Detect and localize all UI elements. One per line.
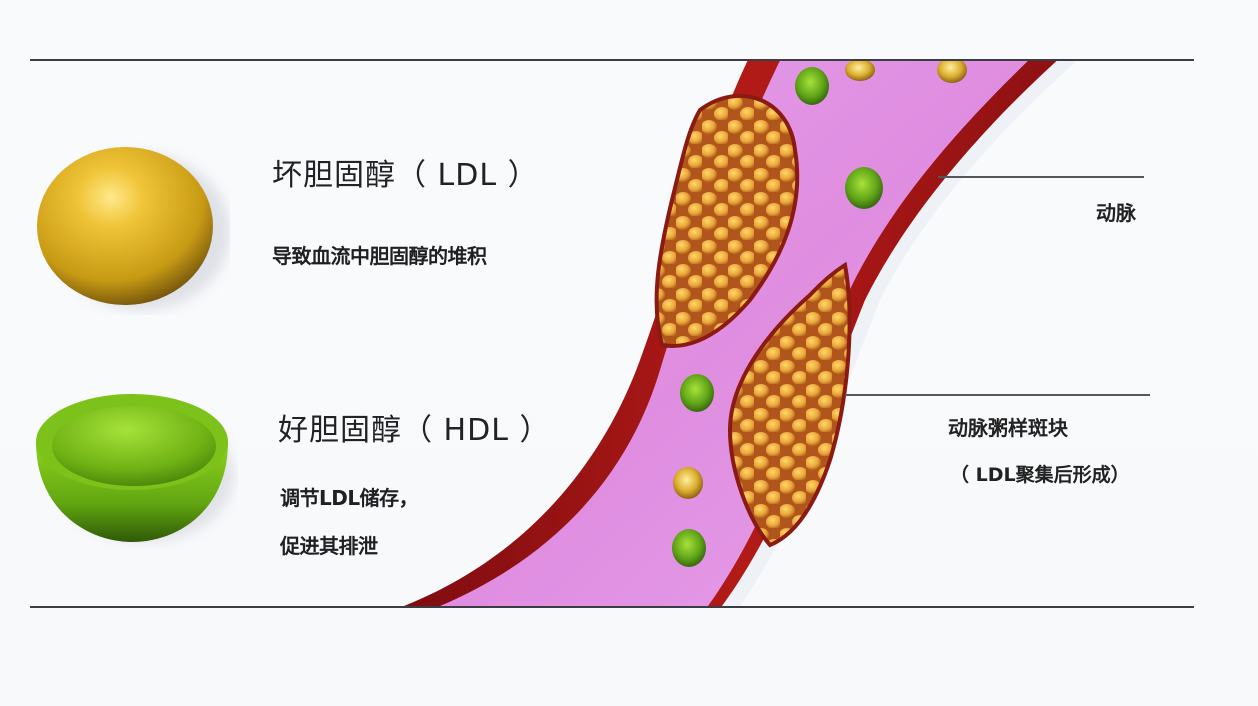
hdl-title: 好胆固醇（ HDL ） <box>278 413 551 448</box>
hdl-particle <box>795 67 829 105</box>
plaque-leader-line <box>845 394 1150 396</box>
plaque-deposit-upper <box>654 93 800 348</box>
top-divider <box>30 59 1194 61</box>
ldl-title: 坏胆固醇（ LDL ） <box>272 158 539 193</box>
ldl-particle <box>845 61 875 81</box>
hdl-particle <box>845 167 883 209</box>
hdl-particle <box>680 374 714 412</box>
ldl-sphere-icon <box>37 147 230 310</box>
plaque-note: （ LDL聚集后形成） <box>950 464 1130 486</box>
hdl-description-line2: 促进其排泄 <box>280 534 378 558</box>
ldl-description: 导致血流中胆固醇的堆积 <box>272 244 487 268</box>
hdl-description-line1: 调节LDL储存， <box>280 486 419 510</box>
hdl-shell-icon <box>36 394 234 542</box>
plaque-deposit-lower <box>727 261 852 548</box>
hdl-particle <box>672 529 706 567</box>
ldl-particle <box>937 61 967 83</box>
ldl-particle <box>673 467 703 499</box>
plaque-label: 动脉粥样斑块 <box>948 416 1068 440</box>
artery-leader-line <box>938 176 1144 178</box>
bottom-divider <box>30 606 1194 608</box>
artery-label: 动脉 <box>1096 201 1136 225</box>
